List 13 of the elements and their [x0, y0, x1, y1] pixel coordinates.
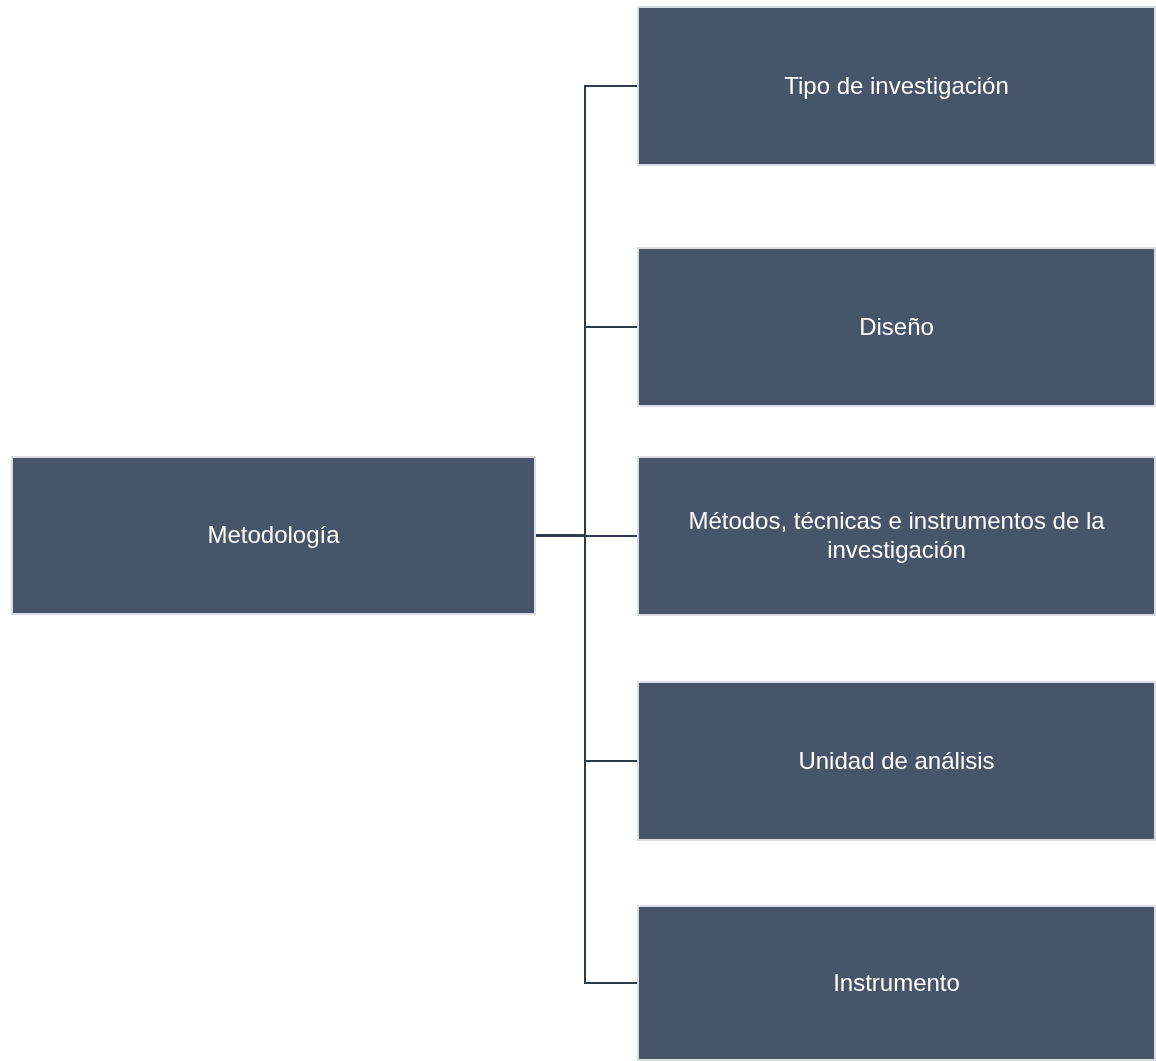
- process-box: [637, 6, 1156, 166]
- process-box: [637, 456, 1156, 616]
- process-box: [637, 681, 1156, 841]
- box-label: Métodos, técnicas e instrumentos de la investigación: [687, 507, 1106, 565]
- box-label: Metodología: [207, 521, 340, 550]
- box-label: Diseño: [859, 312, 934, 342]
- process-box: [11, 456, 536, 615]
- process-box: [637, 905, 1156, 1061]
- process-box: [637, 247, 1156, 407]
- box-label: Unidad de análisis: [798, 746, 995, 776]
- box-label: Tipo de investigación: [784, 71, 1009, 101]
- box-label: Instrumento: [833, 968, 960, 998]
- connector-line: [535, 534, 638, 984]
